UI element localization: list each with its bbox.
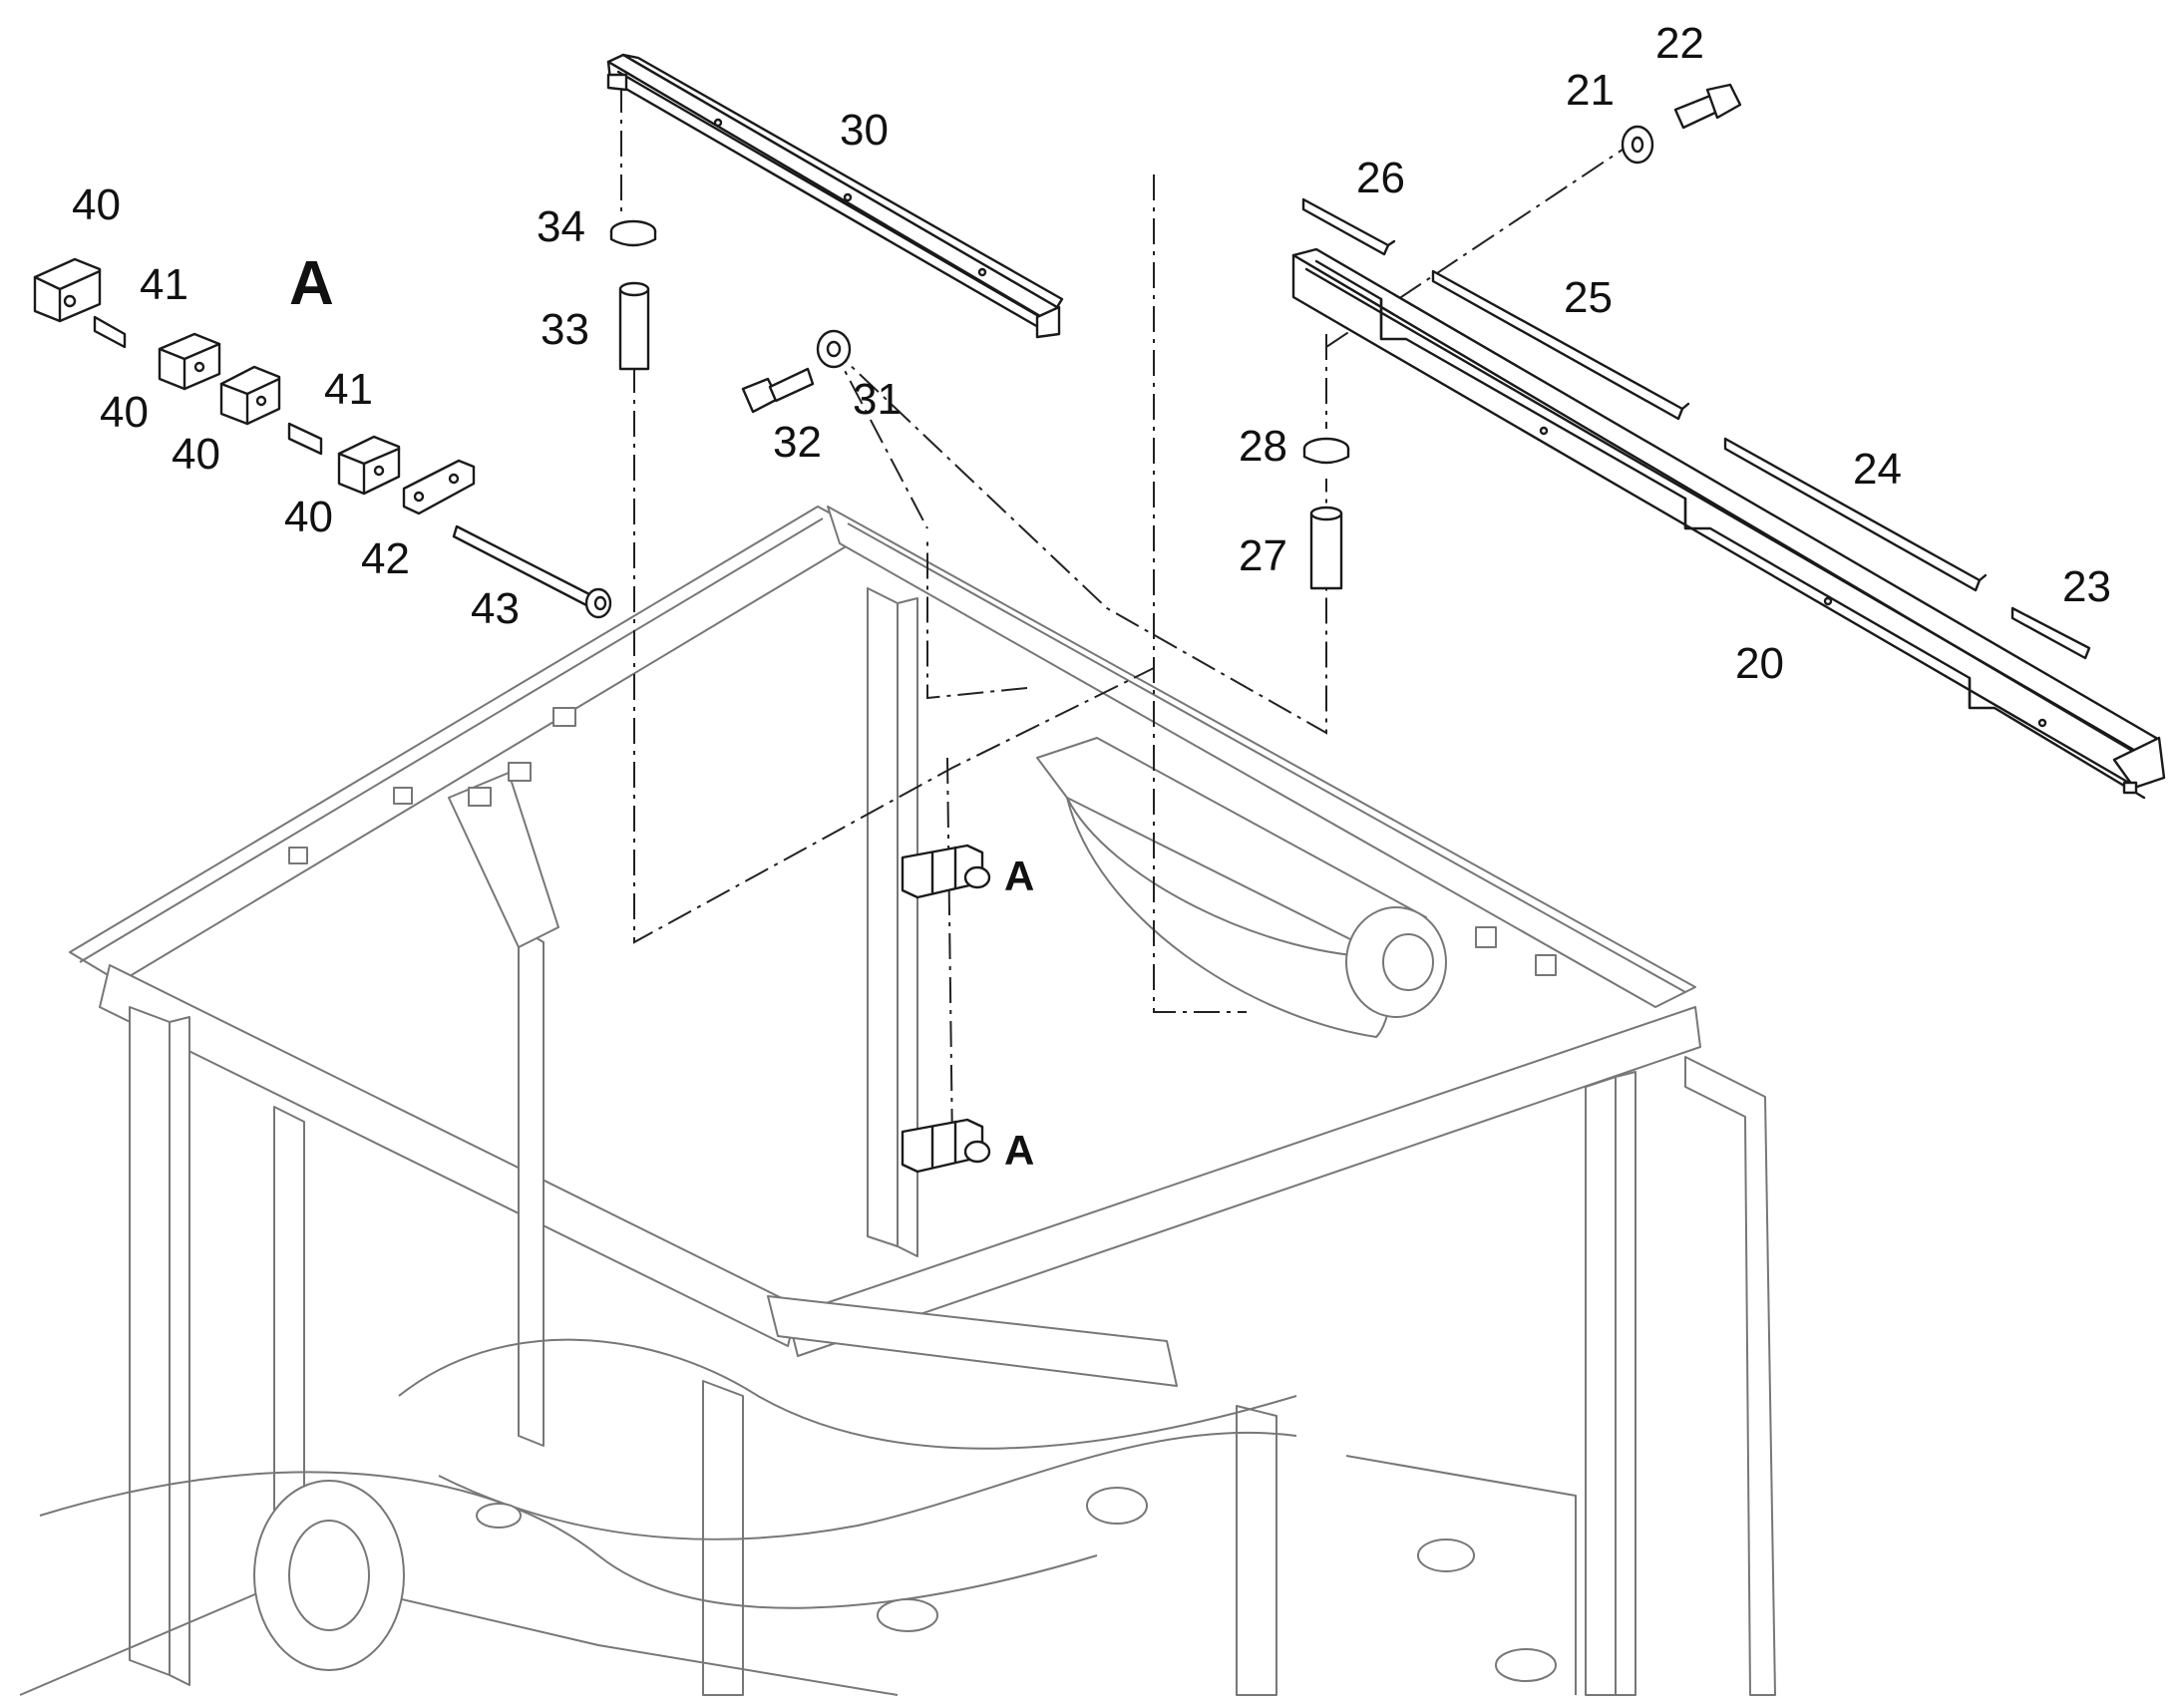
callout-27: 27 (1239, 531, 1287, 580)
callout-43: 43 (471, 584, 520, 633)
callout-24: 24 (1853, 445, 1902, 494)
view-ref-upper: A (1004, 853, 1034, 899)
callout-41-b: 41 (324, 365, 373, 414)
strip-part-25[interactable] (1431, 269, 1690, 421)
callout-26: 26 (1356, 154, 1405, 202)
spacer-part-27[interactable] (1309, 506, 1343, 590)
strip-part-23[interactable] (2010, 606, 2091, 660)
rail-part-20[interactable] (1291, 247, 2166, 800)
bolt-part-32[interactable] (741, 367, 815, 414)
callout-32: 32 (773, 418, 822, 467)
callout-34: 34 (537, 202, 585, 251)
nut-part-28[interactable] (1302, 437, 1350, 465)
plate-part-42[interactable] (402, 459, 476, 515)
clamp-part-40-c[interactable] (337, 435, 401, 496)
bolt-part-22[interactable] (1673, 83, 1742, 130)
detail-view-title: A (289, 249, 334, 318)
view-ref-lower: A (1004, 1127, 1034, 1174)
washer-part-31[interactable] (816, 329, 852, 369)
washer-part-21[interactable] (1621, 125, 1654, 165)
clamp-part-40-b[interactable] (219, 365, 281, 426)
callout-41-a: 41 (140, 260, 188, 309)
clamp-part-40-a[interactable] (158, 332, 221, 391)
callout-40-top: 40 (72, 180, 121, 229)
callout-23: 23 (2062, 562, 2111, 611)
callout-40-b: 40 (172, 430, 220, 479)
callout-28: 28 (1239, 422, 1287, 471)
callout-25: 25 (1564, 273, 1613, 322)
clamp-assembly-lower[interactable] (901, 1118, 991, 1174)
callout-labels: 22 21 30 26 25 24 23 20 28 27 34 33 31 3… (72, 19, 2111, 1174)
pin-part-41-a[interactable] (93, 315, 127, 349)
nut-part-34[interactable] (609, 219, 657, 247)
rail-part-30[interactable] (606, 53, 1064, 339)
clamp-assembly-upper[interactable] (901, 844, 991, 899)
callout-40-c: 40 (284, 493, 333, 541)
machine-frame (19, 506, 1776, 1696)
callout-40-a: 40 (100, 388, 149, 437)
callout-42: 42 (361, 534, 410, 583)
callout-33: 33 (541, 305, 589, 354)
strip-part-26[interactable] (1301, 197, 1396, 256)
callout-30: 30 (840, 106, 889, 155)
callout-20: 20 (1735, 639, 1784, 688)
spacer-part-33[interactable] (618, 281, 650, 371)
clamp-part-40-top[interactable] (33, 257, 102, 323)
callout-22: 22 (1655, 19, 1704, 68)
callout-21: 21 (1566, 66, 1615, 115)
strip-part-24[interactable] (1723, 437, 1988, 592)
bolt-part-43[interactable] (452, 524, 612, 619)
assembly-lines (620, 87, 1627, 1148)
callout-31: 31 (853, 375, 902, 424)
pin-part-41-b[interactable] (287, 422, 323, 456)
